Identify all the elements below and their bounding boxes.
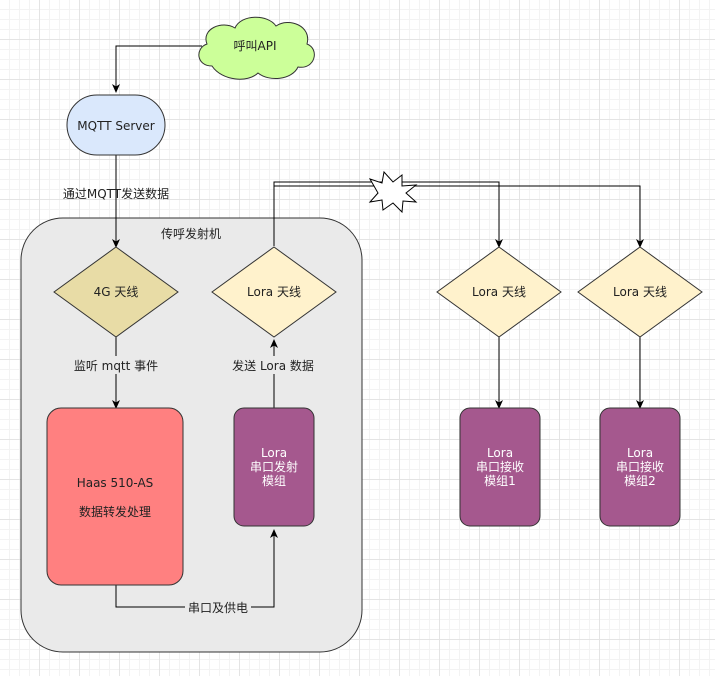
haas-510-title: Haas 510-AS	[77, 476, 154, 490]
mqtt-server-label: MQTT Server	[77, 119, 154, 133]
edge-cloud-to-mqtt	[112, 45, 202, 93]
call-api-cloud[interactable]: 呼叫API	[198, 16, 315, 80]
lora-rx-module2-line2: 串口接收	[616, 459, 664, 474]
lora-rx-module2-line3: 模组2	[624, 474, 656, 488]
lora-rx-module2-line1: Lora	[627, 446, 653, 460]
transmitter-group-label: 传呼发射机	[161, 226, 221, 241]
antenna-4g-node[interactable]: 4G 天线	[53, 246, 179, 338]
lora-antenna-tx-label: Lora 天线	[247, 285, 301, 299]
edge-label-serial-power: 串口及供电	[188, 601, 248, 615]
lora-tx-module-node[interactable]: Lora 串口发射 模组	[233, 407, 315, 527]
edge-label-send-lora: 发送 Lora 数据	[232, 358, 314, 373]
edge-label-listen: 监听 mqtt 事件	[74, 359, 158, 373]
call-api-label: 呼叫API	[234, 39, 277, 53]
lora-antenna-rx1-label: Lora 天线	[472, 285, 526, 299]
mqtt-server-node[interactable]: MQTT Server	[66, 94, 166, 156]
lora-antenna-rx2-node[interactable]: Lora 天线	[577, 246, 703, 338]
lora-antenna-tx-node[interactable]: Lora 天线	[211, 246, 337, 338]
lora-rx-module1-line3: 模组1	[484, 474, 516, 488]
lora-tx-module-line2: 串口发射	[250, 459, 298, 474]
lora-rx-module1-line2: 串口接收	[476, 459, 524, 474]
haas-510-node[interactable]: Haas 510-AS 数据转发处理	[46, 407, 184, 586]
lora-rx-module1-line1: Lora	[487, 446, 513, 460]
lora-tx-module-line1: Lora	[261, 446, 287, 460]
lora-rx-module2-node[interactable]: Lora 串口接收 模组2	[599, 407, 681, 527]
edge-label-mqtt-send: 通过MQTT发送数据	[63, 186, 169, 201]
lora-tx-module-line3: 模组	[262, 474, 286, 488]
lora-antenna-rx2-label: Lora 天线	[613, 285, 667, 299]
lora-antenna-rx1-node[interactable]: Lora 天线	[436, 246, 562, 338]
signal-burst-icon	[368, 170, 418, 214]
antenna-4g-label: 4G 天线	[94, 285, 139, 299]
lora-rx-module1-node[interactable]: Lora 串口接收 模组1	[459, 407, 541, 527]
haas-510-subtitle: 数据转发处理	[79, 504, 151, 519]
